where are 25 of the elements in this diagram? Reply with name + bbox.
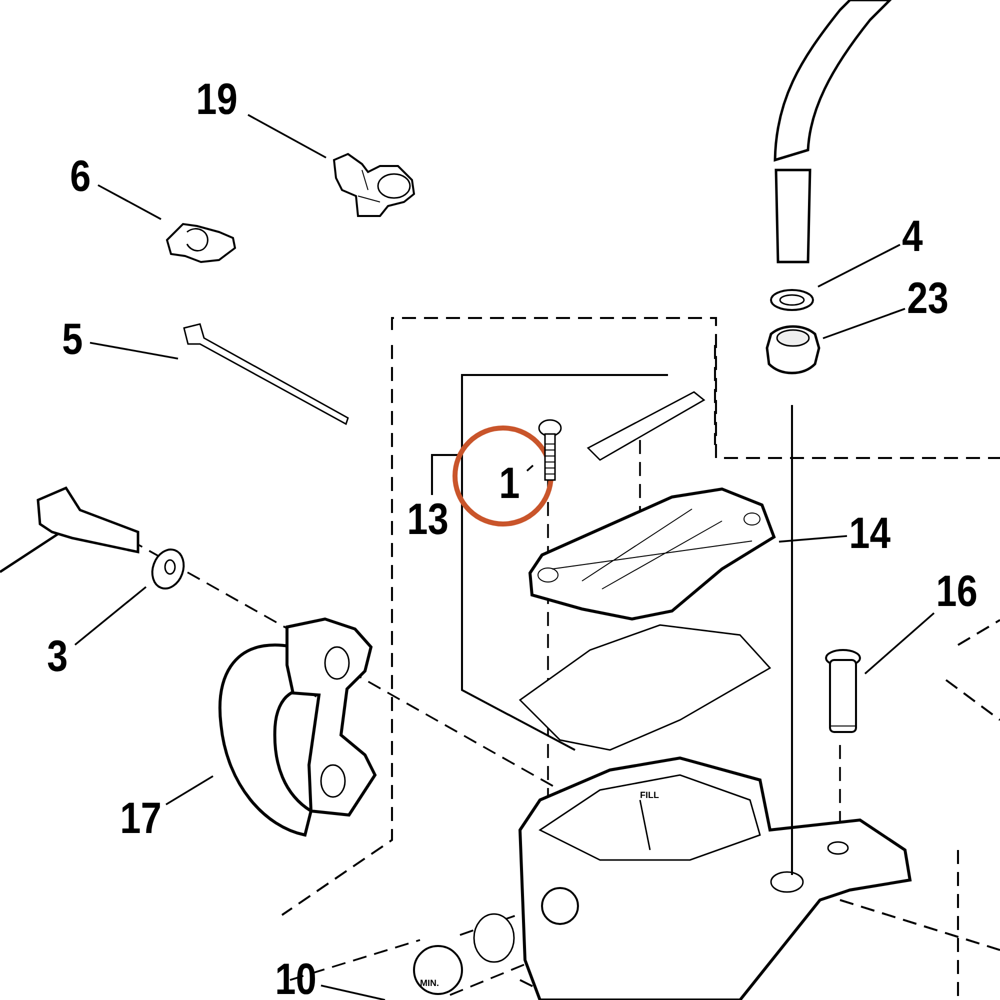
leader-line — [778, 535, 848, 543]
leader-line — [526, 464, 534, 472]
callout-number: 13 — [407, 498, 449, 542]
callout-number: 4 — [902, 215, 924, 259]
leader-line — [320, 984, 386, 1000]
callout-number: 10 — [275, 958, 312, 1000]
leader-line — [818, 244, 900, 288]
callout-number: 17 — [120, 797, 158, 841]
embossed-text: FILL — [640, 790, 659, 800]
leader-line — [822, 308, 906, 340]
washer-drawing — [768, 288, 816, 312]
leader-line — [864, 612, 935, 674]
callout-number: 5 — [62, 318, 84, 362]
leader-line — [248, 114, 326, 158]
callout-number: 3 — [47, 635, 70, 679]
leader-line — [98, 184, 162, 220]
callout-number: 6 — [70, 155, 92, 199]
leader-line — [74, 586, 147, 646]
leader-line — [166, 775, 214, 806]
callout-number: 23 — [907, 277, 950, 321]
callout-number: 19 — [196, 78, 238, 122]
callout-number: 1 — [499, 462, 522, 506]
embossed-text: MIN. — [420, 978, 439, 988]
cable-tie-drawing — [180, 322, 352, 427]
leader-line — [90, 342, 178, 360]
